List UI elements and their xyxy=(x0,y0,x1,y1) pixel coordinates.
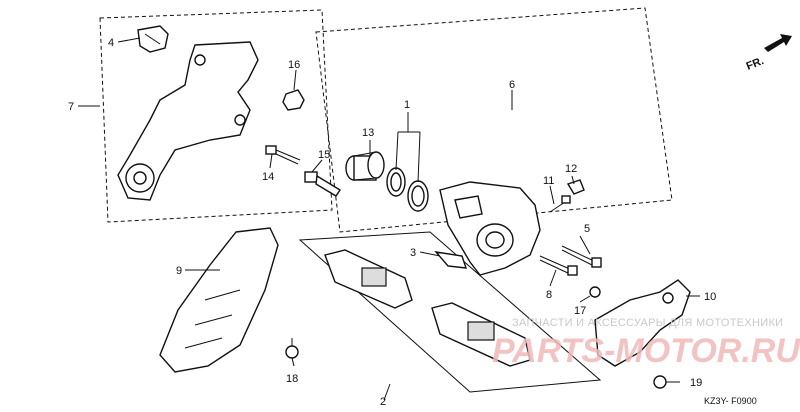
brake-pad-a xyxy=(324,249,413,309)
cap-12 xyxy=(566,179,585,195)
pad-spring-3 xyxy=(434,251,468,269)
callout-12: 12 xyxy=(565,163,577,175)
callout-19: 19 xyxy=(690,377,702,389)
callout-7: 7 xyxy=(68,101,74,113)
callout-10: 10 xyxy=(704,291,716,303)
plug-17 xyxy=(589,286,601,298)
watermark-logo: PARTS-MOTOR.RU xyxy=(492,332,800,370)
diagram-code: KZ3Y- F0900 xyxy=(704,396,757,406)
callout-14: 14 xyxy=(262,171,274,183)
seal-1a xyxy=(386,167,406,197)
callout-5: 5 xyxy=(584,223,590,235)
leader-lines xyxy=(78,37,700,401)
callout-18: 18 xyxy=(286,373,298,385)
callout-3: 3 xyxy=(410,247,416,259)
piston-13 xyxy=(345,151,385,181)
disc-guard-9 xyxy=(159,227,279,373)
caliper-bracket xyxy=(117,41,259,201)
boot-16 xyxy=(282,89,305,111)
callout-13: 13 xyxy=(362,127,374,139)
callout-6: 6 xyxy=(509,79,515,91)
bolt-18 xyxy=(285,338,299,359)
callout-4: 4 xyxy=(108,37,114,49)
retainer-clip xyxy=(137,25,169,53)
callout-16: 16 xyxy=(288,59,300,71)
bracket-group-box xyxy=(99,9,333,223)
bolt-19 xyxy=(653,375,667,389)
callout-2: 2 xyxy=(380,396,386,408)
brake-pad-b xyxy=(431,302,531,367)
caliper-body xyxy=(439,181,541,276)
callout-9: 9 xyxy=(176,265,182,277)
pad-group-box xyxy=(298,231,602,393)
orientation-label: FR. xyxy=(745,55,766,73)
bolt-14 xyxy=(265,145,301,165)
callout-8: 8 xyxy=(546,289,552,301)
pin-5 xyxy=(561,245,602,268)
callout-11: 11 xyxy=(543,175,554,187)
caliper-group-box xyxy=(315,7,673,233)
pin-8 xyxy=(539,255,578,276)
callout-1: 1 xyxy=(404,99,410,111)
seal-1b xyxy=(407,180,429,212)
watermark-tagline: ЗАПЧАСТИ И АКСЕССУАРЫ ДЛЯ МОТОТЕХНИКИ xyxy=(512,317,783,329)
bleeder-11 xyxy=(549,195,571,213)
pin-15 xyxy=(304,171,341,197)
front-arrow-icon xyxy=(764,34,792,52)
callout-17: 17 xyxy=(574,305,586,317)
callout-15: 15 xyxy=(318,149,330,161)
guard-10 xyxy=(594,279,691,367)
